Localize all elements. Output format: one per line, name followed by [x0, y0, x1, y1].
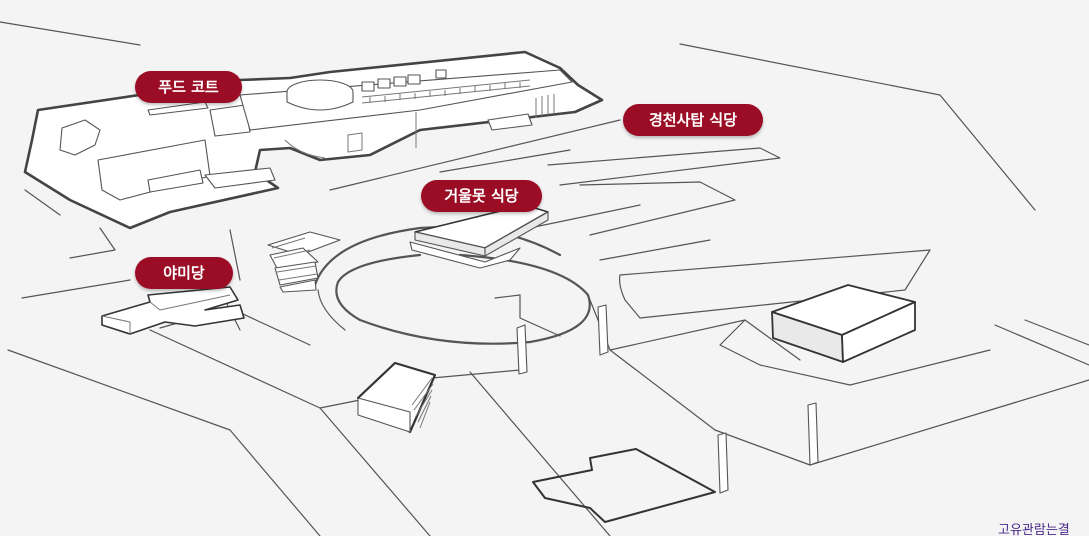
geoulmot-restaurant-label[interactable]: 거울못 식당 [421, 180, 542, 212]
gyeongcheon-restaurant-label[interactable]: 경천사탑 식당 [623, 104, 763, 136]
pillars [516, 304, 819, 494]
roads [0, 21, 1089, 536]
yamidang-label[interactable]: 야미당 [135, 257, 233, 289]
central-plaza [267, 225, 591, 345]
geoulmot-building [409, 204, 549, 269]
stair-building [356, 361, 437, 434]
food-court-label[interactable]: 푸드 코트 [135, 71, 242, 103]
corner-link[interactable]: 고유관람는결 [998, 523, 1070, 536]
footprint-building [532, 448, 716, 523]
box-building [771, 284, 916, 363]
yamidang-building [101, 286, 245, 335]
